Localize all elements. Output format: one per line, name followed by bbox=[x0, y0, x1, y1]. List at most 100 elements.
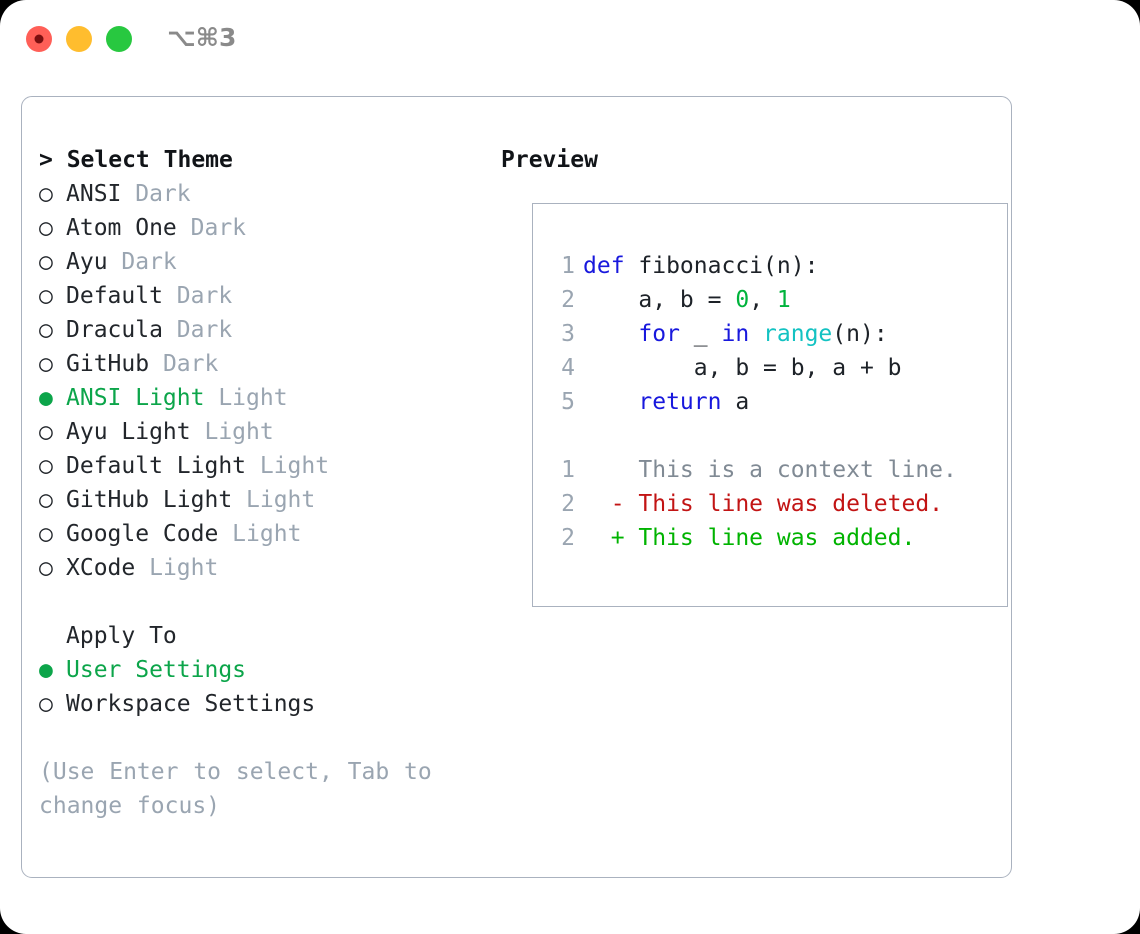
code-token: (n): bbox=[832, 321, 888, 347]
apply-to-label: User Settings bbox=[66, 657, 247, 683]
theme-list-item[interactable]: ○ Atom One Dark bbox=[39, 211, 479, 245]
code-line-number: 3 bbox=[561, 321, 575, 347]
radio-unselected-icon[interactable]: ○ bbox=[39, 181, 67, 207]
code-line-number: 2 bbox=[561, 287, 575, 313]
diff-line-number: 2 bbox=[561, 491, 575, 517]
diff-marker: + bbox=[583, 525, 639, 551]
theme-variant-tag: Light bbox=[246, 453, 330, 479]
theme-name: Default Light bbox=[66, 453, 247, 479]
diff-line-number: 1 bbox=[561, 457, 575, 483]
theme-picker-column: > Select Theme ○ ANSI Dark○ Atom One Dar… bbox=[39, 143, 479, 823]
radio-unselected-icon[interactable]: ○ bbox=[39, 555, 67, 581]
theme-list-item[interactable]: ○ Default Dark bbox=[39, 279, 479, 313]
minimize-button[interactable] bbox=[66, 26, 92, 52]
theme-variant-tag: Dark bbox=[107, 249, 177, 275]
code-token bbox=[749, 321, 763, 347]
theme-variant-tag: Dark bbox=[162, 317, 233, 343]
code-token: a, b = bbox=[583, 287, 736, 313]
radio-unselected-icon[interactable]: ○ bbox=[39, 419, 67, 445]
radio-unselected-icon[interactable]: ○ bbox=[39, 453, 67, 479]
theme-variant-tag: Dark bbox=[121, 181, 191, 207]
code-line: 5 return a bbox=[549, 385, 993, 419]
diff-line: 2 + This line was added. bbox=[549, 521, 993, 555]
theme-list-item[interactable]: ○ Dracula Dark bbox=[39, 313, 479, 347]
theme-variant-tag: Light bbox=[218, 521, 302, 547]
diff-sample: 1 This is a context line.2 - This line w… bbox=[549, 453, 993, 555]
code-line: 2 a, b = 0, 1 bbox=[549, 283, 993, 317]
theme-list-item[interactable]: ○ Ayu Light Light bbox=[39, 415, 479, 449]
code-token: 1 bbox=[776, 287, 791, 313]
diff-line: 1 This is a context line. bbox=[549, 453, 993, 487]
theme-list-item[interactable]: ○ ANSI Dark bbox=[39, 177, 479, 211]
theme-name: GitHub bbox=[66, 351, 150, 377]
diff-line: 2 - This line was deleted. bbox=[549, 487, 993, 521]
theme-list-item[interactable]: ○ XCode Light bbox=[39, 551, 479, 585]
radio-unselected-icon[interactable]: ○ bbox=[39, 283, 67, 309]
window-titlebar: ⌥⌘3 bbox=[0, 0, 1140, 78]
theme-list: ○ ANSI Dark○ Atom One Dark○ Ayu Dark○ De… bbox=[39, 177, 479, 585]
apply-to-item[interactable]: ○ Workspace Settings bbox=[39, 687, 479, 721]
theme-name: GitHub Light bbox=[66, 487, 233, 513]
apply-to-item[interactable]: ● User Settings bbox=[39, 653, 479, 687]
diff-marker: - bbox=[583, 491, 639, 517]
theme-variant-tag: Light bbox=[204, 385, 288, 411]
theme-list-item[interactable]: ● ANSI Light Light bbox=[39, 381, 479, 415]
theme-variant-tag: Light bbox=[135, 555, 219, 581]
radio-unselected-icon[interactable]: ○ bbox=[39, 487, 67, 513]
theme-list-item[interactable]: ○ GitHub Light Light bbox=[39, 483, 479, 517]
theme-list-item[interactable]: ○ Default Light Light bbox=[39, 449, 479, 483]
close-button[interactable] bbox=[26, 26, 52, 52]
window-controls bbox=[26, 26, 132, 52]
code-token: a bbox=[721, 389, 750, 415]
theme-name: Atom One bbox=[66, 215, 177, 241]
code-token: return bbox=[638, 389, 722, 415]
keyboard-shortcut-label: ⌥⌘3 bbox=[167, 23, 237, 52]
diff-marker bbox=[583, 457, 638, 483]
code-token bbox=[583, 321, 638, 347]
list-gap-spacer bbox=[39, 585, 479, 619]
code-token: def bbox=[583, 253, 625, 279]
theme-name: Ayu Light bbox=[66, 419, 191, 445]
theme-name: Google Code bbox=[66, 521, 219, 547]
theme-picker-heading: > Select Theme bbox=[39, 147, 233, 173]
code-token: fibonacci( bbox=[624, 253, 777, 279]
code-token: n): bbox=[776, 253, 819, 279]
theme-list-item[interactable]: ○ Google Code Light bbox=[39, 517, 479, 551]
radio-unselected-icon[interactable]: ○ bbox=[39, 351, 67, 377]
code-token: for bbox=[638, 321, 680, 347]
diff-text: This line was added. bbox=[638, 525, 916, 551]
theme-name: Default bbox=[66, 283, 163, 309]
code-token bbox=[583, 389, 638, 415]
radio-selected-icon[interactable]: ● bbox=[39, 657, 67, 683]
maximize-button[interactable] bbox=[106, 26, 132, 52]
theme-variant-tag: Light bbox=[232, 487, 316, 513]
radio-unselected-icon[interactable]: ○ bbox=[39, 317, 67, 343]
apply-to-list: ● User Settings○ Workspace Settings bbox=[39, 653, 479, 721]
keyboard-hint-text: (Use Enter to select, Tab to change focu… bbox=[39, 759, 432, 819]
theme-variant-tag: Light bbox=[190, 419, 274, 445]
radio-unselected-icon[interactable]: ○ bbox=[39, 249, 67, 275]
radio-unselected-icon[interactable]: ○ bbox=[39, 215, 67, 241]
radio-unselected-icon[interactable]: ○ bbox=[39, 521, 67, 547]
diff-text: This line was deleted. bbox=[638, 491, 944, 517]
code-token: 0 bbox=[735, 287, 750, 313]
apply-to-heading: Apply To bbox=[66, 623, 177, 649]
code-token: a, b = b, a + b bbox=[583, 355, 902, 381]
diff-line-number: 2 bbox=[561, 525, 575, 551]
hint-gap-spacer bbox=[39, 721, 479, 755]
main-panel: > Select Theme ○ ANSI Dark○ Atom One Dar… bbox=[21, 96, 1012, 878]
radio-unselected-icon[interactable]: ○ bbox=[39, 691, 67, 717]
code-line-number: 4 bbox=[561, 355, 575, 381]
code-line: 4 a, b = b, a + b bbox=[549, 351, 993, 385]
code-token: range bbox=[763, 321, 833, 347]
theme-list-item[interactable]: ○ GitHub Dark bbox=[39, 347, 479, 381]
diff-text: This is a context line. bbox=[638, 457, 957, 483]
code-line-number: 5 bbox=[561, 389, 575, 415]
radio-selected-icon[interactable]: ● bbox=[39, 385, 67, 411]
theme-list-item[interactable]: ○ Ayu Dark bbox=[39, 245, 479, 279]
